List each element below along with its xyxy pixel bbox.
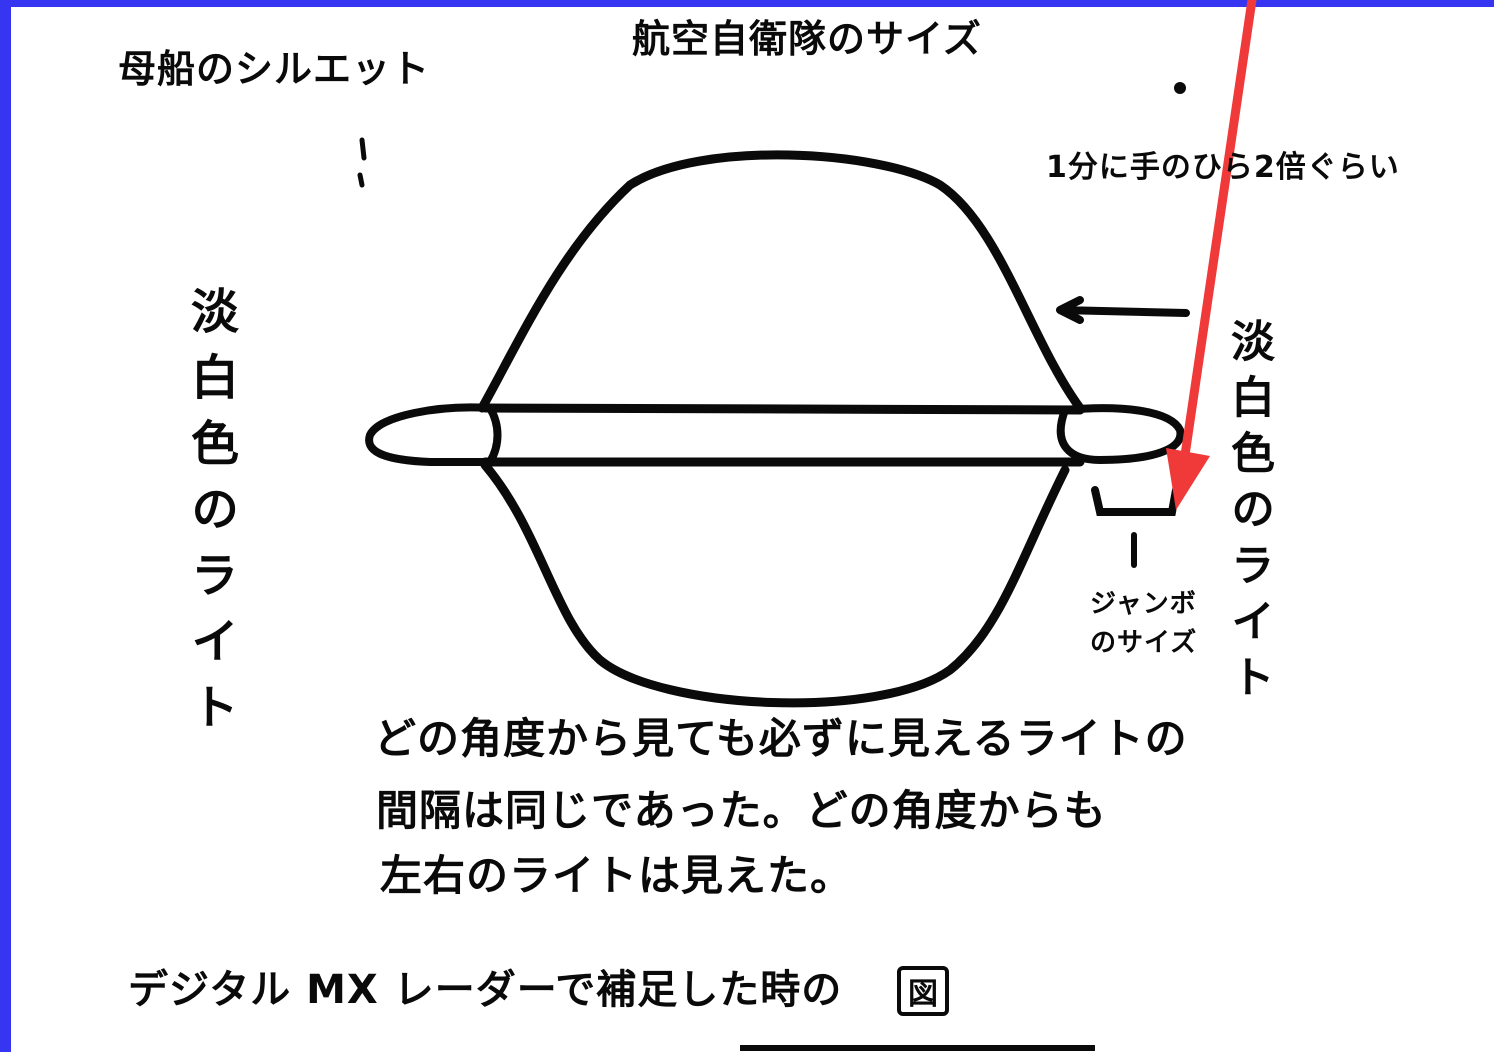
- caption-line-1: どの角度から見ても必ずに見えるライトの: [374, 714, 1188, 763]
- dome-pointer-arrow: [1056, 296, 1190, 324]
- small-light-label: ジャンボ のサイズ: [1090, 589, 1198, 658]
- annotation-arrow-shaft: [1179, 0, 1257, 467]
- top-title: 航空自衛隊のサイズ: [632, 17, 982, 61]
- note-right-top: 1分に手のひら2倍ぐらい: [1046, 150, 1400, 185]
- caption-line-2: 間隔は同じであった。どの角度からも: [376, 786, 1107, 835]
- top-left-marks: [357, 137, 367, 188]
- ink-dot: [1174, 82, 1186, 94]
- caption-line-3: 左右のライトは見えた。: [380, 851, 854, 900]
- bottom-caption: デジタル MX レーダーで補足した時の: [128, 967, 843, 1013]
- ufo-right-light-shape: [1056, 404, 1185, 464]
- ufo-left-light-shape: [365, 403, 502, 466]
- ufo-upper-dome: [477, 150, 1085, 413]
- left-light-label: 淡白色のライト: [182, 286, 238, 748]
- annotation-arrow-head: [1166, 448, 1210, 510]
- figure-marker: 図: [897, 966, 949, 1016]
- small-light-bracket: [1091, 486, 1180, 516]
- top-left-label: 母船のシルエット: [118, 47, 431, 91]
- right-light-label: 淡白色のライト: [1223, 318, 1274, 710]
- ufo-lower-dome: [480, 460, 1070, 708]
- ufo-band: [480, 403, 1085, 467]
